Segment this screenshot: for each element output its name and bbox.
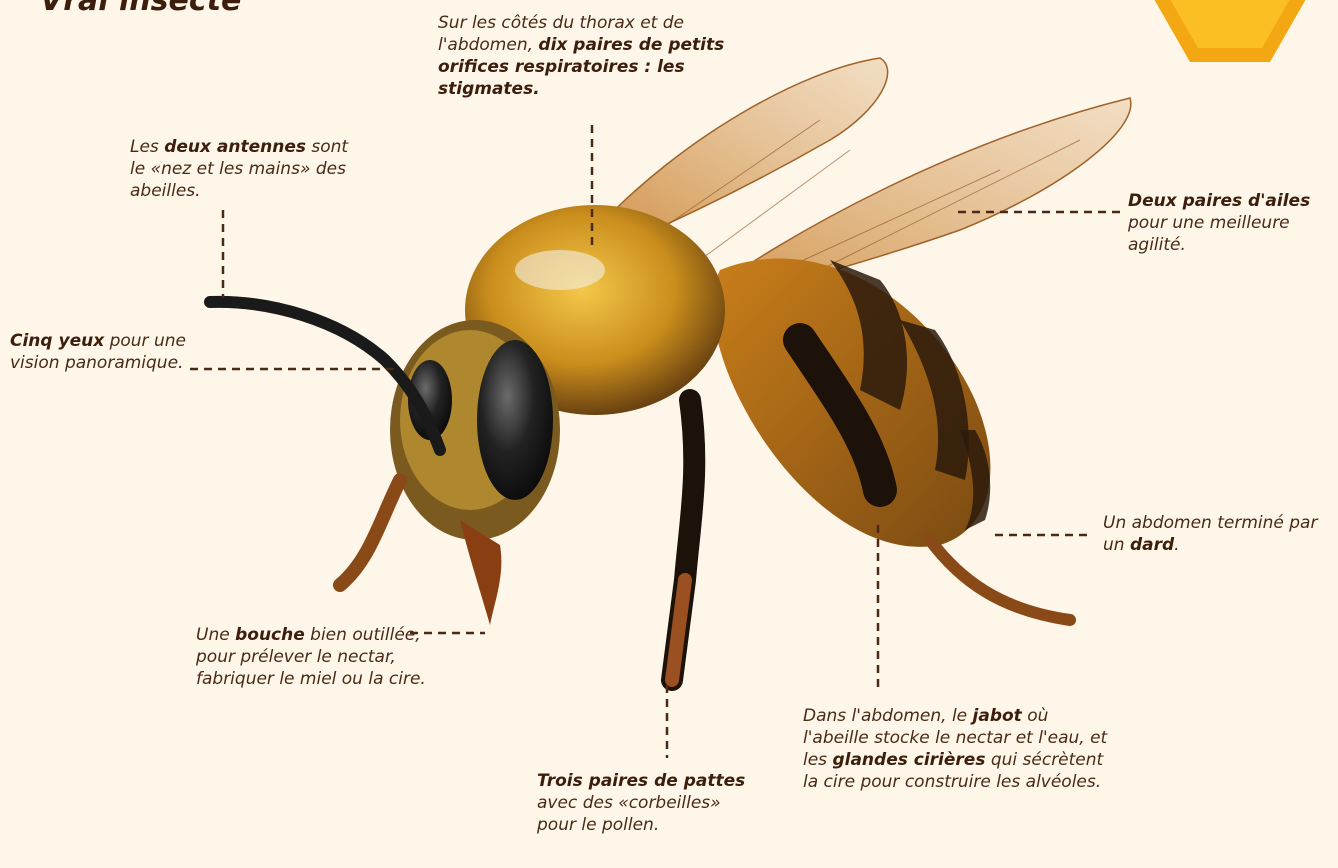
annotation-ailes: Deux paires d'ailes pour une meilleure a… [1128, 190, 1333, 256]
annotation-jabot: Dans l'abdomen, le jabot où l'abeille st… [803, 705, 1113, 793]
annotation-dard: Un abdomen terminé par un dard. [1103, 512, 1335, 556]
annotation-stigmates: Sur les côtés du thorax et de l'abdomen,… [438, 12, 758, 100]
annotation-bouche: Une bouche bien outillée, pour prélever … [196, 624, 436, 690]
head [390, 320, 560, 540]
annotation-pattes: Trois paires de pattes avec des «corbeil… [537, 770, 752, 836]
compound-eye [477, 340, 553, 500]
annotation-antennes: Les deux antennes sont le «nez et les ma… [130, 136, 360, 202]
annotation-yeux: Cinq yeux pour une vision panoramique. [10, 330, 190, 374]
